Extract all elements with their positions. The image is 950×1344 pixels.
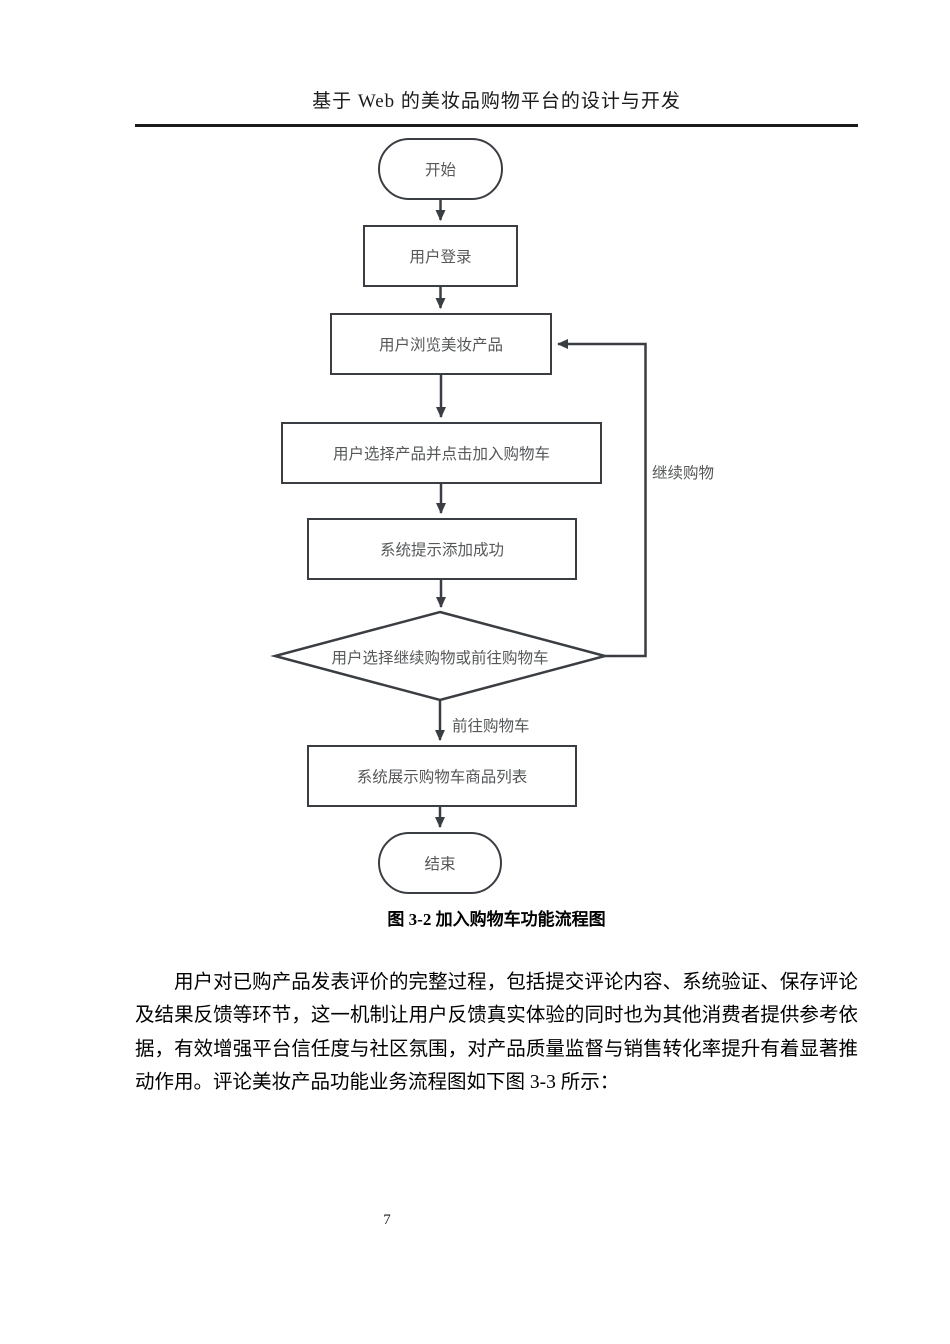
flowchart-node-browse: 用户浏览美妆产品 xyxy=(330,313,552,375)
flowchart-node-end: 结束 xyxy=(378,832,502,894)
header-rule xyxy=(135,124,858,127)
flowchart-node-start: 开始 xyxy=(378,138,503,200)
flowchart-node-cart-list: 系统展示购物车商品列表 xyxy=(307,745,577,807)
edge-label-go-to-cart: 前往购物车 xyxy=(452,718,530,735)
body-paragraph: 用户对已购产品发表评价的完整过程，包括提交评论内容、系统验证、保存评论及结果反馈… xyxy=(135,972,858,1094)
running-head-title: 基于 Web 的美妆品购物平台的设计与开发 xyxy=(312,91,681,112)
arrow-loop-continue-shopping xyxy=(557,339,647,658)
page-number: 7 xyxy=(383,1212,391,1228)
flowchart-node-add-success: 系统提示添加成功 xyxy=(307,518,577,580)
decision-diamond-shape xyxy=(270,610,610,702)
flowchart-node-decision-label: 用户选择继续购物或前往购物车 xyxy=(331,650,549,667)
edge-label-continue-shopping: 继续购物 xyxy=(652,465,715,482)
flowchart-connectors xyxy=(270,200,647,828)
flowchart-node-select-product: 用户选择产品并点击加入购物车 xyxy=(281,422,602,484)
figure-caption: 图 3-2 加入购物车功能流程图 xyxy=(387,910,606,929)
flowchart-node-login: 用户登录 xyxy=(363,225,518,287)
